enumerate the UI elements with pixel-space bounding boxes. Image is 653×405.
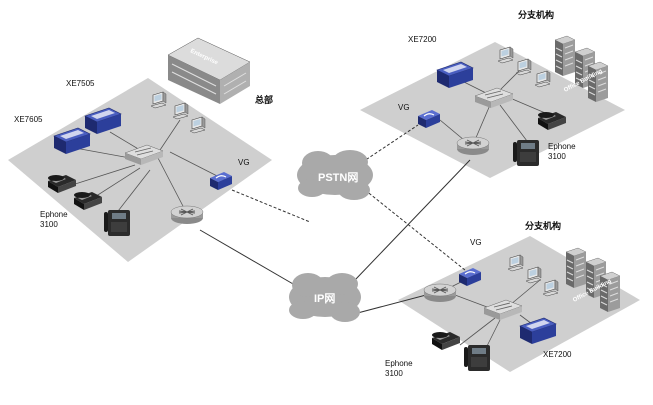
hq-platform (8, 78, 272, 262)
link-hq-pstn (231, 189, 311, 223)
bottom-ephone-label-line2: 3100 (385, 369, 403, 378)
pstn-cloud-label: PSTN网 (318, 171, 358, 184)
hq-vg-label: VG (238, 158, 250, 167)
link-hq-ip (199, 229, 301, 289)
link-pstn-bottom (364, 189, 466, 271)
pstn-cloud: PSTN网 (297, 150, 373, 200)
link-pstn-top (357, 124, 419, 166)
ip-cloud: IP网 (289, 273, 361, 322)
branch-bottom-name-label: 分支机构 (525, 220, 561, 231)
top-ephone-label-line2: 3100 (548, 152, 566, 161)
hq-xe7505-label: XE7505 (66, 79, 95, 88)
top-vg-label: VG (398, 103, 410, 112)
branch-top-platform (360, 42, 625, 178)
hq-internal-links (71, 119, 226, 216)
enterprise-building-icon: Enterprise (167, 37, 251, 104)
hq-name-label: 总部 (255, 94, 273, 105)
bottom-xe7200-label: XE7200 (543, 350, 572, 359)
top-router-icon (456, 136, 490, 156)
branch-top-name-label: 分支机构 (518, 9, 554, 20)
hq-ephone-label-line2: 3100 (40, 220, 58, 229)
hq-ephone-label-line1: Ephone (40, 210, 68, 219)
link-ip-top (354, 159, 471, 281)
bottom-router-icon (423, 283, 457, 303)
bottom-ephone-label-line1: Ephone (385, 359, 413, 368)
bottom-ephone-3100-icon (464, 345, 490, 371)
ip-cloud-label: IP网 (314, 292, 335, 305)
top-xe7200-label: XE7200 (408, 35, 437, 44)
top-ephone-label-line1: Ephone (548, 142, 576, 151)
bottom-vg-label: VG (470, 238, 482, 247)
hq-xe7605-label: XE7605 (14, 115, 43, 124)
hq-router-icon (170, 205, 204, 225)
